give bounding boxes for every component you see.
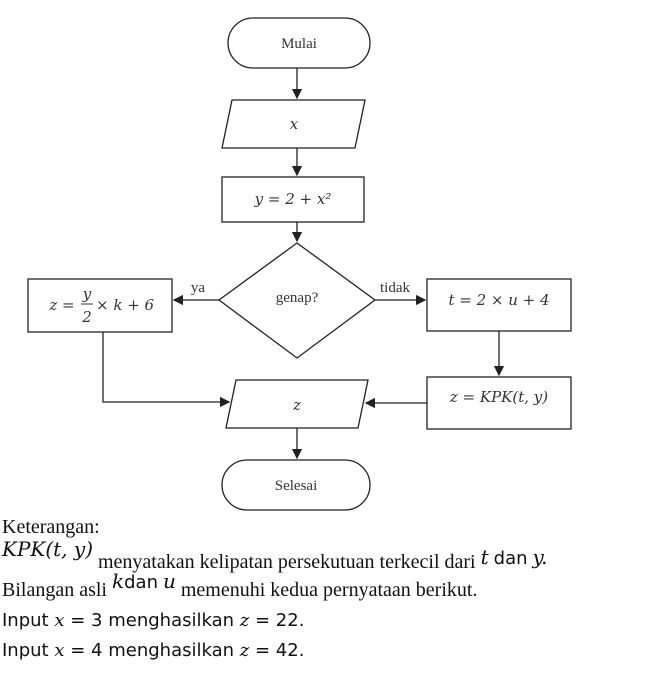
process-y-label: y = 2 + x²	[254, 190, 332, 208]
notes-line-3: Input x = 3 menghasilkan z = 22.	[2, 606, 548, 636]
no-branch-label: tidak	[380, 280, 410, 296]
var-k: k	[111, 569, 125, 593]
output-label: z	[292, 396, 301, 414]
yes-process-lhs: z =	[48, 296, 74, 314]
notes-line-1: KPK(t, y) menyatakan kelipatan persekutu…	[2, 537, 548, 574]
var-t: t	[480, 545, 489, 569]
result-value: = 22.	[254, 610, 305, 631]
decision-label: genap?	[276, 290, 319, 306]
var-u: u	[162, 569, 176, 593]
notes: Keterangan: KPK(t, y) menyatakan kelipat…	[2, 512, 548, 666]
result-text: = 4 menghasilkan	[70, 640, 235, 661]
yes-branch-label: ya	[191, 280, 206, 296]
result-value: = 42.	[254, 640, 305, 661]
flowchart: Mulai x y = 2 + x² genap? ya tidak z = y…	[27, 17, 572, 511]
result-text: = 3 menghasilkan	[70, 610, 235, 631]
bilangan-asli-text: Bilangan asli	[2, 579, 107, 601]
no-process-label: t = 2 × u + 4	[448, 291, 549, 309]
process-y-box: y = 2 + x²	[221, 176, 365, 223]
kpk-process-box: z = KPK(t, y)	[426, 376, 572, 430]
var-x: x	[54, 610, 65, 631]
yes-process-box: z = y 2 × k + 6	[27, 278, 173, 333]
kpk-description: menyatakan kelipatan persekutuan terkeci…	[98, 551, 476, 573]
connectors	[102, 68, 505, 460]
fraction-numerator: y	[82, 285, 92, 303]
dan-text: dan	[493, 548, 528, 569]
no-process-box: t = 2 × u + 4	[426, 278, 572, 332]
end-label: Selesai	[275, 478, 318, 494]
input-parallelogram: x	[221, 99, 366, 149]
output-parallelogram: z	[225, 379, 369, 429]
end-terminal: Selesai	[221, 459, 371, 511]
var-z: z	[239, 640, 250, 661]
input-text: Input	[2, 610, 49, 631]
input-text: Input	[2, 640, 49, 661]
var-x: x	[54, 640, 65, 661]
decision-diamond: genap?	[217, 242, 377, 359]
kpk-process-label: z = KPK(t, y)	[449, 388, 548, 406]
notes-line-4: Input x = 4 menghasilkan z = 42.	[2, 636, 548, 666]
start-label: Mulai	[281, 36, 317, 52]
kpk-math: KPK(t, y)	[2, 537, 93, 561]
input-label: x	[290, 115, 299, 133]
var-z: z	[239, 610, 250, 631]
condition-text: memenuhi kedua pernyataan berikut.	[180, 579, 478, 601]
notes-heading: Keterangan:	[2, 516, 100, 538]
start-terminal: Mulai	[227, 17, 371, 69]
var-y: y.	[532, 545, 548, 569]
notes-line-2: Bilangan asli kdan u memenuhi kedua pern…	[2, 569, 548, 606]
dan-text: dan	[124, 572, 158, 593]
yes-process-rhs: × k + 6	[96, 296, 155, 314]
fraction-denominator: 2	[81, 308, 92, 326]
